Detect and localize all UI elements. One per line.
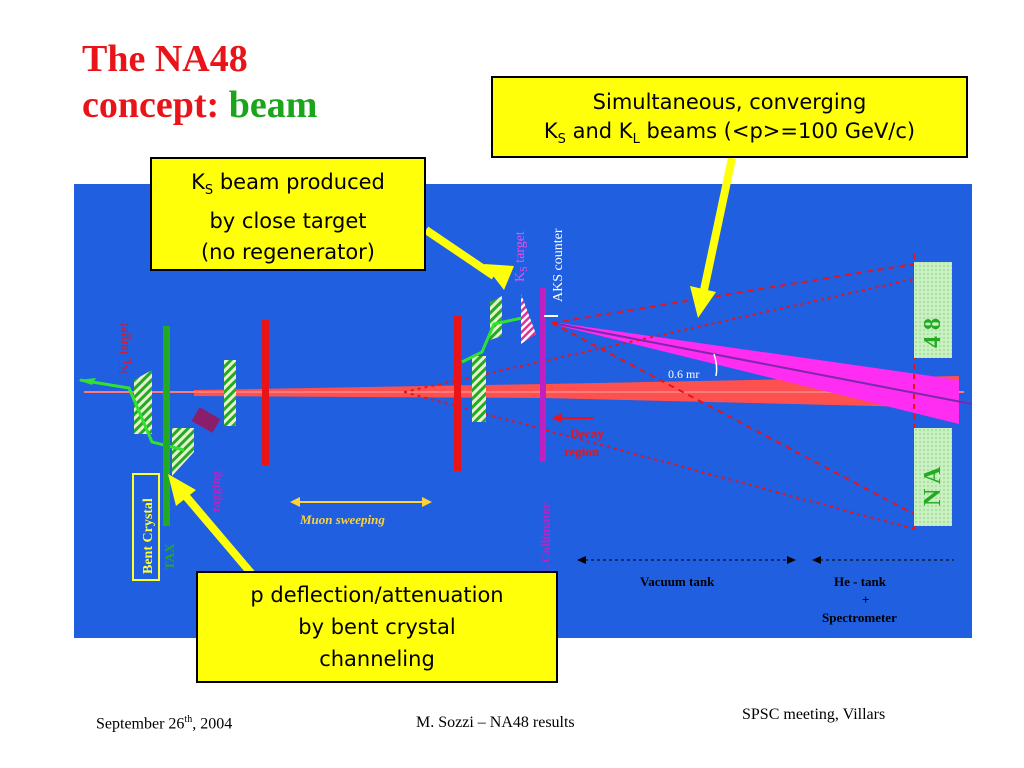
callout-beams-line-2: KS and KL beams (<p>=100 GeV/c) xyxy=(543,119,916,148)
na48-logo-bottom xyxy=(914,428,952,526)
footer-author: M. Sozzi – NA48 results xyxy=(416,714,575,731)
bent-crystal-box xyxy=(132,473,160,581)
plus-label: + xyxy=(862,592,869,607)
proton-arrow xyxy=(78,378,96,385)
kl-magnet-1 xyxy=(134,370,152,434)
decay-arrow-head xyxy=(552,413,562,423)
angle-label: 0.6 mr xyxy=(668,367,699,381)
title-accent: beam xyxy=(228,84,318,126)
angle-arc xyxy=(713,353,718,377)
he-arrow-left xyxy=(812,556,821,564)
decay-region-label-2: region xyxy=(564,444,600,459)
callout-ks-line-3: (no regenerator) xyxy=(200,240,375,265)
muon-arrow-left xyxy=(290,497,300,507)
kl-target-label: KL target xyxy=(117,323,134,374)
collimator-2 xyxy=(454,316,461,471)
tax-absorber xyxy=(163,326,170,526)
footer-date: September 26th, 2004 xyxy=(96,714,233,733)
footer-meeting: SPSC meeting, Villars xyxy=(742,706,886,723)
ks-target xyxy=(521,294,536,344)
arrow-crystal-head xyxy=(168,474,196,506)
arrow-beams xyxy=(700,157,736,291)
arrow-ks xyxy=(423,226,497,280)
collimator-1 xyxy=(262,320,269,465)
muon-sweeping-label: Muon sweeping xyxy=(299,512,385,527)
acceptance-line-2 xyxy=(551,322,915,515)
arrow-ks-head xyxy=(484,264,514,290)
muon-arrow-right xyxy=(422,497,432,507)
callout-proton-deflection: p deflection/attenuation by bent crystal… xyxy=(196,571,558,683)
kl-magnet-2 xyxy=(172,428,194,476)
acceptance-line-3 xyxy=(403,278,915,393)
title-line-2: concept: beam xyxy=(82,82,317,128)
arrow-beams-head xyxy=(690,286,716,318)
he-tank-label: He - tank xyxy=(834,574,887,589)
na48-bottom-text: N A xyxy=(920,466,946,506)
page-title: The NA48 concept: beam xyxy=(82,36,317,128)
tagging-label: tagging xyxy=(208,470,223,512)
decay-region-label-1: Decay xyxy=(570,426,604,441)
callout-p-line-3: channeling xyxy=(319,647,435,671)
bent-crystal-label: Bent Crystal xyxy=(141,498,156,574)
callout-ks-line-1: KS beam produced xyxy=(191,170,385,199)
vacuum-arrow-left xyxy=(577,556,586,564)
ks-target-label: KS target xyxy=(513,231,530,282)
callout-beams-line-1: Simultaneous, converging xyxy=(592,90,867,114)
ks-proton-path xyxy=(461,316,523,364)
title-line-1: The NA48 xyxy=(82,38,248,80)
na48-logo-top xyxy=(914,262,952,358)
kl-magnet-3 xyxy=(224,360,236,426)
callout-converging-beams: Simultaneous, converging KS and KL beams… xyxy=(491,76,968,158)
collimator-label: L Collimator xyxy=(538,502,553,574)
arrow-crystal xyxy=(180,491,266,589)
ks-magnet-1 xyxy=(472,356,486,422)
aks-counter xyxy=(540,288,546,462)
title-prefix: concept: xyxy=(82,84,220,126)
tax-label: TAX xyxy=(162,543,177,570)
callout-ks-line-2: by close target xyxy=(209,209,367,234)
vacuum-arrow-right xyxy=(787,556,796,564)
ks-beam xyxy=(552,322,959,424)
vacuum-tank-label: Vacuum tank xyxy=(640,574,715,589)
callout-p-line-2: by bent crystal xyxy=(298,615,456,639)
spectrometer-label: Spectrometer xyxy=(822,610,897,625)
aks-counter-label: AKS counter xyxy=(551,228,566,302)
callout-p-line-1: p deflection/attenuation xyxy=(250,583,504,607)
na48-top-text: 4 8 xyxy=(920,318,946,348)
ks-beam-axis xyxy=(551,322,972,405)
tagging-element xyxy=(191,407,221,433)
callout-ks-beam: KS beam produced by close target (no reg… xyxy=(150,157,426,271)
